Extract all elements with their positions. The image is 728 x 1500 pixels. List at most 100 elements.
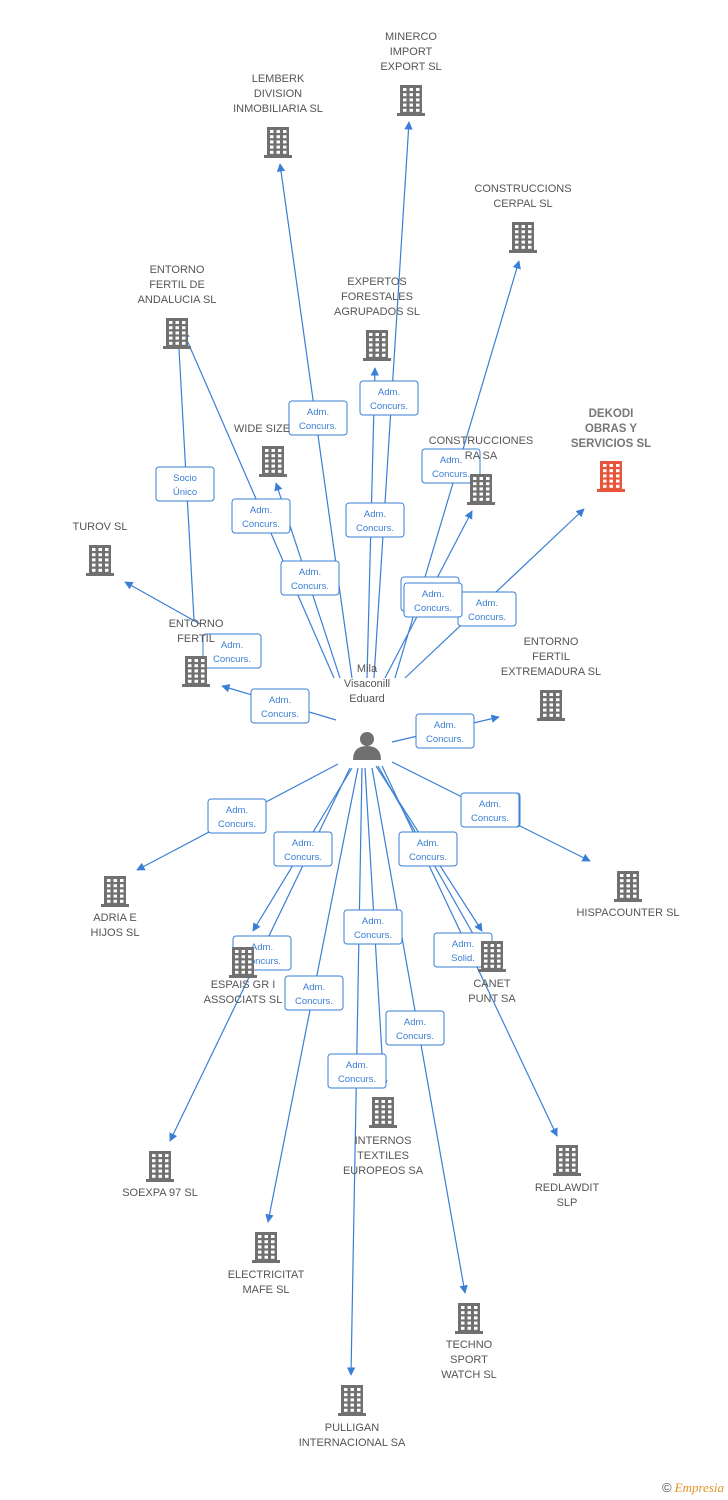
- building-window: [283, 150, 287, 154]
- edge-label-pulligan[interactable]: Adm.Concurs.: [327, 1053, 387, 1089]
- company-node-widesize[interactable]: WIDE SIZE: [234, 423, 290, 477]
- edge-label-widesize[interactable]: Adm.Concurs.: [280, 560, 340, 596]
- building-window: [248, 965, 252, 969]
- building-base: [101, 904, 129, 907]
- building-window: [241, 955, 245, 959]
- building-window: [169, 341, 173, 345]
- company-name-line: ADRIA E: [93, 912, 136, 924]
- edge-label-espais[interactable]: Adm.Concurs.: [273, 831, 333, 867]
- brand-name[interactable]: Empresia: [674, 1480, 724, 1495]
- building-window: [484, 959, 488, 963]
- building-window: [271, 459, 275, 463]
- building-window: [158, 1174, 162, 1178]
- edge-label-cerpal[interactable]: Adm.Concurs.: [403, 582, 463, 618]
- building-window: [264, 1235, 268, 1238]
- building-window: [484, 964, 488, 968]
- copyright-symbol: ©: [662, 1480, 672, 1495]
- building-window: [248, 955, 252, 959]
- edge-label-line: Concurs.: [243, 956, 281, 967]
- edge-label-line: Concurs.: [468, 612, 506, 623]
- edge-label-entorno-andalucia[interactable]: Adm.Concurs.: [231, 498, 291, 534]
- edge-label-minerco[interactable]: Adm.Concurs.: [359, 380, 419, 416]
- building-window: [344, 1403, 348, 1407]
- edge-label-line: Adm.: [440, 455, 462, 466]
- company-name-line: ANDALUCIA SL: [138, 294, 217, 306]
- edge-label-dekodi[interactable]: Adm.Concurs.: [457, 591, 517, 627]
- edge-label-cerpal[interactable]: Adm.Concurs.: [421, 448, 481, 484]
- edge-label-redlawdit[interactable]: Adm.Concurs.: [460, 792, 520, 828]
- building-window: [381, 1100, 385, 1103]
- company-node-turov[interactable]: TUROV SL: [72, 521, 128, 576]
- building-base: [369, 1125, 397, 1128]
- building-window: [403, 93, 407, 97]
- company-node-hispacounter[interactable]: HISPACOUNTER SL: [576, 871, 680, 919]
- edge-label-line: Concurs.: [354, 930, 392, 941]
- company-node-soexpa[interactable]: SOEXPA 97 SL: [122, 1151, 198, 1199]
- building-window: [484, 954, 488, 958]
- edge-label-electricitat[interactable]: Adm.Concurs.: [284, 975, 344, 1011]
- edge-label-line: Adm.: [292, 838, 314, 849]
- building-window: [258, 1245, 262, 1249]
- edge-label-adria[interactable]: Adm.Concurs.: [207, 798, 267, 834]
- edge-label-techno[interactable]: Adm.Concurs.: [385, 1010, 445, 1046]
- building-base: [163, 346, 191, 349]
- building-window: [271, 454, 275, 458]
- building-window: [416, 108, 420, 112]
- building-window: [486, 477, 490, 480]
- building-window: [270, 150, 274, 154]
- building-window: [350, 1388, 354, 1391]
- building-window: [633, 879, 637, 883]
- building-window: [473, 492, 477, 496]
- building-window: [486, 482, 490, 486]
- edge-label-line: Adm.: [250, 505, 272, 516]
- building-window: [549, 698, 553, 702]
- building-window: [626, 889, 630, 893]
- building-window: [265, 464, 269, 468]
- building-window: [165, 1164, 169, 1168]
- edge-label-line: Adm.: [479, 799, 501, 810]
- building-window: [388, 1110, 392, 1114]
- building-window: [235, 965, 239, 969]
- edge-label-entorno-extremadura[interactable]: Adm.Concurs.: [415, 713, 475, 749]
- building-window: [152, 1159, 156, 1163]
- edge-label-turov[interactable]: Adm.Concurs.: [202, 633, 262, 669]
- building-window: [572, 1168, 576, 1172]
- building-window: [105, 563, 109, 567]
- edge-label-canet[interactable]: Adm.Concurs.: [398, 831, 458, 867]
- building-window: [270, 145, 274, 149]
- edge-label-entorno-fertil[interactable]: Adm.Concurs.: [250, 688, 310, 724]
- edge-label-lemberk[interactable]: Adm.Concurs.: [288, 400, 348, 436]
- edge-label-line: Concurs.: [338, 1074, 376, 1085]
- company-name-line: FERTIL: [532, 651, 570, 663]
- building-icon: [614, 871, 642, 902]
- building-window: [543, 698, 547, 702]
- building-window: [188, 669, 192, 673]
- building-window: [609, 474, 613, 478]
- building-window: [543, 708, 547, 712]
- edge-label-internos[interactable]: Adm.Concurs.: [343, 909, 403, 945]
- edge-label-expertos[interactable]: Adm.Concurs.: [345, 502, 405, 538]
- building-window: [559, 1163, 563, 1167]
- building-icon: [338, 1385, 366, 1416]
- edge-label-line: Concurs.: [414, 603, 452, 614]
- building-window: [92, 568, 96, 572]
